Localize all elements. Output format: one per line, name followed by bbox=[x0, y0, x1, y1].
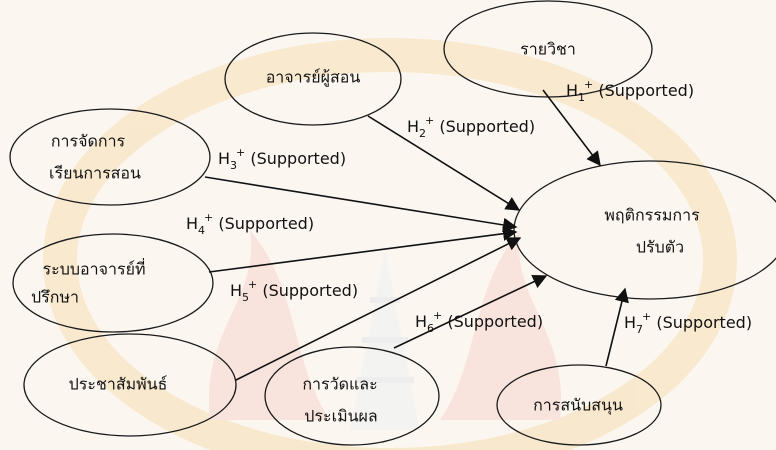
edge-public-relations-to-behavior bbox=[235, 237, 522, 381]
node-assessment: การวัดและ ประเมินผล bbox=[264, 346, 440, 446]
watermark-emblem bbox=[43, 38, 737, 450]
edge-subject-to-behavior bbox=[542, 89, 601, 167]
node-advisor-system-label-1: ระบบอาจารย์ที่ bbox=[43, 258, 146, 279]
hypothesis-h3-label: H3+ (Supported) bbox=[218, 146, 346, 172]
hypothesis-h6-label: H6+ (Supported) bbox=[415, 309, 543, 335]
edge-support-to-behavior bbox=[605, 287, 629, 367]
node-support-label-1: การสนับสนุน bbox=[533, 396, 623, 416]
hypothesis-h2-label: H2+ (Supported) bbox=[407, 114, 535, 140]
hypothesis-h7-label: H7+ (Supported) bbox=[624, 310, 752, 336]
node-public-relations: ประชาสัมพันธ์ bbox=[23, 333, 237, 437]
hypothesis-h5-label: H5+ (Supported) bbox=[230, 278, 358, 304]
edge-instructor-to-behavior bbox=[367, 115, 521, 211]
node-adaptive-behavior: พฤติกรรมการ ปรับตัว bbox=[513, 160, 776, 300]
node-advisor-system: ระบบอาจารย์ที่ ปรึกษา bbox=[12, 233, 214, 333]
node-public-relations-label-1: ประชาสัมพันธ์ bbox=[69, 375, 168, 394]
edge-assessment-to-behavior bbox=[393, 275, 548, 349]
node-assessment-label-1: การวัดและ bbox=[302, 375, 377, 394]
hypothesis-h4-label: H4+ (Supported) bbox=[186, 211, 314, 237]
node-teaching-management-label-2: เรียนการสอน bbox=[49, 164, 141, 183]
node-adaptive-behavior-label-2: ปรับตัว bbox=[636, 238, 684, 257]
edge-teaching-to-behavior bbox=[204, 176, 518, 233]
node-instructor-label-1: อาจารย์ผู้สอน bbox=[266, 68, 361, 88]
node-advisor-system-label-2: ปรึกษา bbox=[31, 288, 79, 307]
node-subject-label-1: รายวิชา bbox=[520, 40, 576, 59]
node-instructor: อาจารย์ผู้สอน bbox=[224, 32, 402, 126]
node-adaptive-behavior-label-1: พฤติกรรมการ bbox=[604, 206, 700, 225]
node-support: การสนับสนุน bbox=[496, 364, 662, 446]
node-teaching-management: การจัดการ เรียนการสอน bbox=[9, 108, 211, 206]
node-assessment-label-2: ประเมินผล bbox=[304, 407, 377, 426]
node-teaching-management-label-1: การจัดการ bbox=[51, 132, 126, 151]
edge-advisor-to-behavior bbox=[208, 226, 518, 273]
hypothesis-h1-label: H1+ (Supported) bbox=[566, 78, 694, 104]
